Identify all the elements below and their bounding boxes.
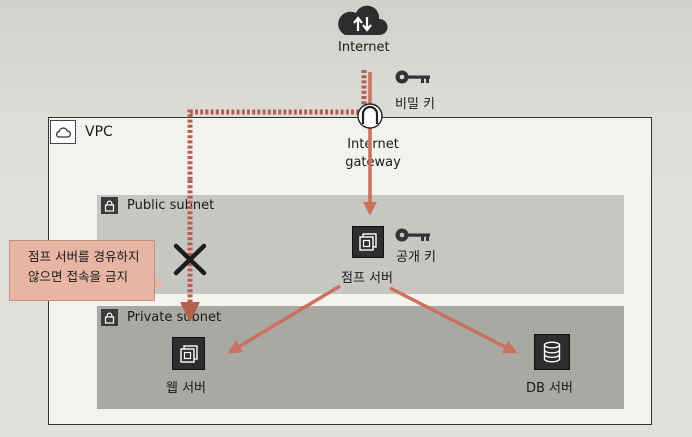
jump-to-web-arrow: [227, 284, 341, 354]
ec2-instance-icon: [172, 337, 205, 370]
dashed-direct-path: [187, 70, 367, 180]
access-restriction-callout: 점프 서버를 경유하지 않으면 접속을 금지: [9, 240, 155, 301]
blocked-x-icon: [173, 243, 207, 276]
vpc-label: VPC: [85, 124, 113, 140]
callout-line2: 않으면 접속을 금지: [28, 269, 128, 284]
key-icon: [394, 226, 432, 244]
database-icon: [534, 334, 570, 370]
gateway-label-line1: Internet: [347, 137, 399, 152]
ec2-instance-icon: [352, 226, 384, 258]
lock-icon: [101, 309, 118, 326]
web-server-label: 웹 서버: [166, 381, 207, 396]
callout-line1: 점프 서버를 경유하지: [28, 249, 140, 264]
secret-key-label: 비밀 키: [395, 97, 436, 112]
gateway-label: Internet gateway: [343, 136, 403, 172]
cloud-icon: [50, 120, 76, 144]
key-icon: [394, 68, 432, 86]
vpc-header: VPC: [50, 119, 113, 145]
internet-gateway-icon: [357, 103, 383, 129]
gateway-label-line2: gateway: [345, 155, 401, 170]
db-server-label: DB 서버: [526, 381, 573, 396]
public-key-label: 공개 키: [396, 250, 437, 265]
internet-label: Internet: [338, 40, 390, 55]
cloud-updown-icon: [336, 3, 388, 39]
lock-icon: [101, 197, 118, 214]
jump-server-label: 점프 서버: [341, 271, 393, 286]
jump-to-db-arrow: [389, 286, 518, 354]
